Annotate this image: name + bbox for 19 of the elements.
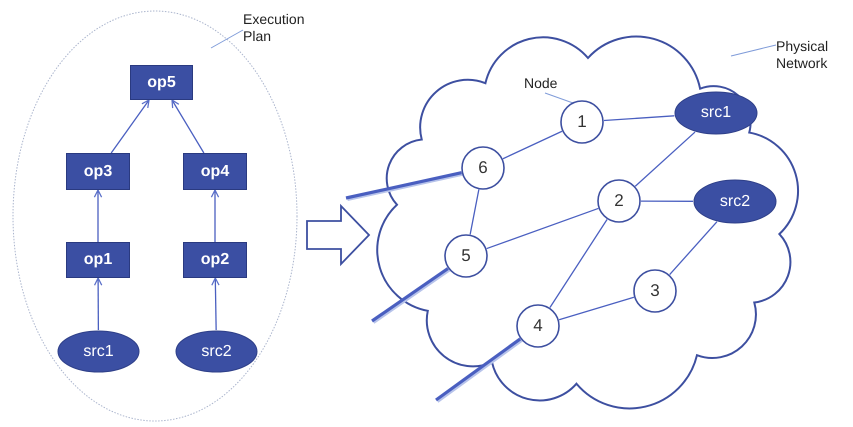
node-number: 6 (478, 158, 488, 178)
node-label: op1 (84, 251, 112, 269)
node-label: src2 (201, 342, 232, 360)
node-label: src1 (700, 104, 732, 122)
node-label: op2 (200, 251, 230, 269)
node-number: 1 (577, 112, 587, 132)
callout-label: Execution Plan (243, 11, 305, 47)
node-label: op4 (200, 162, 230, 180)
block-arrow (306, 204, 370, 266)
node-label: op3 (84, 162, 112, 180)
node-number: 3 (650, 281, 660, 301)
node-number: 4 (533, 316, 543, 336)
node-number: 5 (461, 246, 471, 266)
node-label: src2 (720, 192, 750, 210)
node-label: op5 (147, 74, 176, 92)
node-label: src1 (83, 342, 114, 360)
callout-label: Node (524, 75, 564, 93)
callout-label: Physical Network (776, 38, 850, 74)
node-number: 2 (614, 191, 624, 211)
